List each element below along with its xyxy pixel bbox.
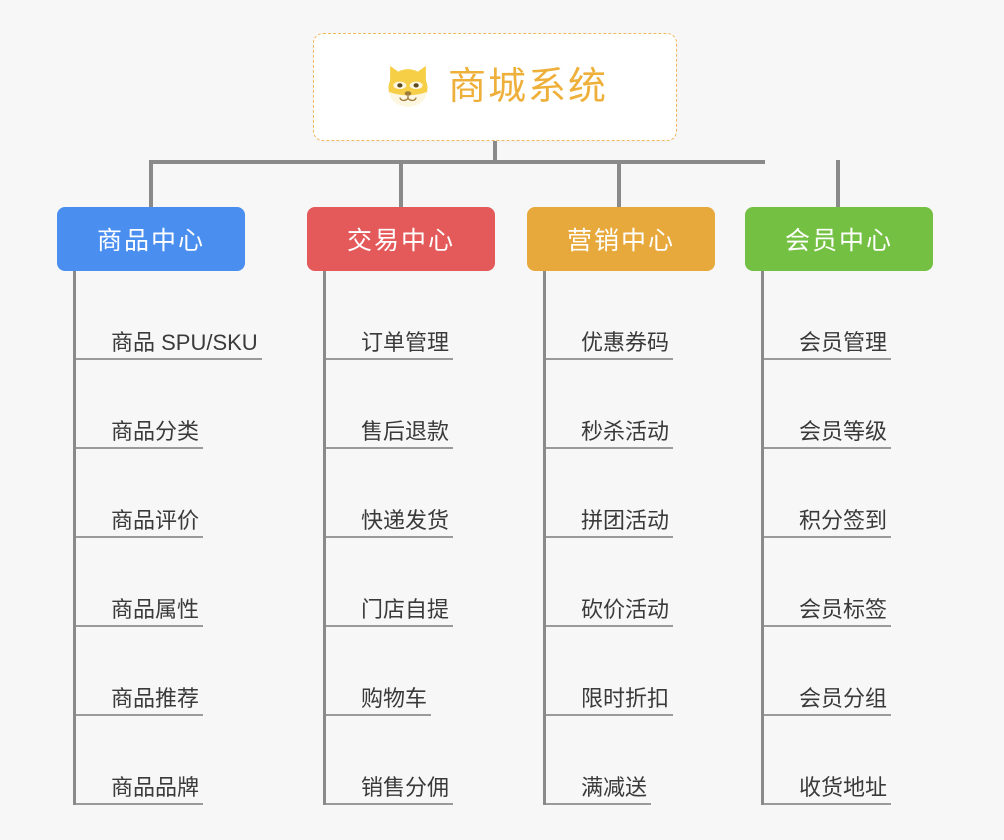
leaf-item[interactable]: 商品推荐 xyxy=(76,627,245,716)
leaf-underline xyxy=(546,536,673,538)
leaf-label: 限时折扣 xyxy=(581,685,670,711)
connector-drop-1 xyxy=(149,160,153,207)
leaf-item[interactable]: 优惠券码 xyxy=(546,271,715,360)
column-交易中心: 交易中心 订单管理 售后退款 快递发货 门店自提 购物车 xyxy=(307,207,495,805)
leaf-item[interactable]: 会员等级 xyxy=(764,360,933,449)
leaf-label: 商品品牌 xyxy=(111,774,200,800)
leaf-item[interactable]: 收货地址 xyxy=(764,716,933,805)
leaf-item[interactable]: 秒杀活动 xyxy=(546,360,715,449)
leaf-list-1: 商品 SPU/SKU 商品分类 商品评价 商品属性 商品推荐 商品品牌 xyxy=(73,271,262,805)
leaf-underline xyxy=(764,714,891,716)
leaf-label: 秒杀活动 xyxy=(581,418,670,444)
leaf-item[interactable]: 砍价活动 xyxy=(546,538,715,627)
leaf-underline xyxy=(326,536,453,538)
leaf-underline xyxy=(546,447,673,449)
leaf-label: 优惠券码 xyxy=(581,329,670,355)
leaf-list-3: 优惠券码 秒杀活动 拼团活动 砍价活动 限时折扣 满减送 xyxy=(543,271,715,805)
leaf-item[interactable]: 限时折扣 xyxy=(546,627,715,716)
leaf-item[interactable]: 售后退款 xyxy=(326,360,495,449)
leaf-underline xyxy=(326,714,431,716)
column-营销中心: 营销中心 优惠券码 秒杀活动 拼团活动 砍价活动 限时折扣 xyxy=(527,207,715,805)
leaf-label: 积分签到 xyxy=(799,507,888,533)
connector-drop-3 xyxy=(617,160,621,207)
root-title: 商城系统 xyxy=(447,66,608,108)
connector-drop-4 xyxy=(836,160,840,207)
leaf-label: 砍价活动 xyxy=(581,596,670,622)
leaf-item[interactable]: 拼团活动 xyxy=(546,449,715,538)
leaf-underline xyxy=(76,803,203,805)
leaf-label: 门店自提 xyxy=(361,596,450,622)
leaf-label: 拼团活动 xyxy=(581,507,670,533)
leaf-label: 会员分组 xyxy=(799,685,888,711)
column-header-3[interactable]: 营销中心 xyxy=(527,207,715,271)
leaf-underline xyxy=(764,447,891,449)
leaf-label: 商品推荐 xyxy=(111,685,200,711)
leaf-underline xyxy=(764,536,891,538)
leaf-label: 商品属性 xyxy=(111,596,200,622)
leaf-label: 会员标签 xyxy=(799,596,888,622)
leaf-item[interactable]: 销售分佣 xyxy=(326,716,495,805)
leaf-label: 订单管理 xyxy=(361,329,450,355)
root-node-商城系统[interactable]: 商城系统 xyxy=(313,33,677,141)
column-header-4[interactable]: 会员中心 xyxy=(745,207,933,271)
leaf-underline xyxy=(76,358,262,360)
leaf-item[interactable]: 商品 SPU/SKU xyxy=(76,271,262,360)
leaf-item[interactable]: 商品评价 xyxy=(76,449,245,538)
leaf-item[interactable]: 订单管理 xyxy=(326,271,495,360)
leaf-label: 商品 SPU/SKU xyxy=(111,329,258,355)
leaf-underline xyxy=(76,536,203,538)
leaf-item[interactable]: 满减送 xyxy=(546,716,715,805)
column-header-1[interactable]: 商品中心 xyxy=(57,207,245,271)
leaf-underline xyxy=(546,625,673,627)
leaf-item[interactable]: 会员分组 xyxy=(764,627,933,716)
leaf-underline xyxy=(546,358,673,360)
connector-horizontal-bar xyxy=(149,160,765,164)
leaf-underline xyxy=(764,358,891,360)
column-商品中心: 商品中心 商品 SPU/SKU 商品分类 商品评价 商品属性 商品推荐 xyxy=(57,207,262,805)
leaf-item[interactable]: 会员管理 xyxy=(764,271,933,360)
leaf-underline xyxy=(546,714,673,716)
leaf-label: 售后退款 xyxy=(361,418,450,444)
leaf-label: 收货地址 xyxy=(799,774,888,800)
column-会员中心: 会员中心 会员管理 会员等级 积分签到 会员标签 会员分组 xyxy=(745,207,933,805)
leaf-label: 满减送 xyxy=(581,774,648,800)
leaf-item[interactable]: 商品属性 xyxy=(76,538,245,627)
leaf-list-2: 订单管理 售后退款 快递发货 门店自提 购物车 销售分佣 xyxy=(323,271,495,805)
leaf-underline xyxy=(76,447,203,449)
connector-drop-2 xyxy=(399,160,403,207)
leaf-label: 购物车 xyxy=(361,685,428,711)
leaf-item[interactable]: 会员标签 xyxy=(764,538,933,627)
leaf-label: 会员等级 xyxy=(799,418,888,444)
leaf-item[interactable]: 商品品牌 xyxy=(76,716,245,805)
leaf-label: 商品分类 xyxy=(111,418,200,444)
leaf-label: 销售分佣 xyxy=(361,774,450,800)
leaf-item[interactable]: 积分签到 xyxy=(764,449,933,538)
connector-root-stem xyxy=(493,141,497,164)
leaf-underline xyxy=(326,625,453,627)
leaf-item[interactable]: 商品分类 xyxy=(76,360,245,449)
leaf-underline xyxy=(76,714,203,716)
leaf-item[interactable]: 快递发货 xyxy=(326,449,495,538)
leaf-underline xyxy=(764,803,891,805)
column-header-2[interactable]: 交易中心 xyxy=(307,207,495,271)
leaf-underline xyxy=(764,625,891,627)
leaf-underline xyxy=(76,625,203,627)
leaf-underline xyxy=(326,803,453,805)
leaf-label: 商品评价 xyxy=(111,507,200,533)
leaf-label: 会员管理 xyxy=(799,329,888,355)
leaf-label: 快递发货 xyxy=(361,507,450,533)
leaf-underline xyxy=(326,447,453,449)
leaf-list-4: 会员管理 会员等级 积分签到 会员标签 会员分组 收货地址 xyxy=(761,271,933,805)
leaf-underline xyxy=(546,803,651,805)
leaf-underline xyxy=(326,358,453,360)
leaf-item[interactable]: 购物车 xyxy=(326,627,495,716)
leaf-item[interactable]: 门店自提 xyxy=(326,538,495,627)
shiba-dog-face-icon xyxy=(388,65,428,107)
